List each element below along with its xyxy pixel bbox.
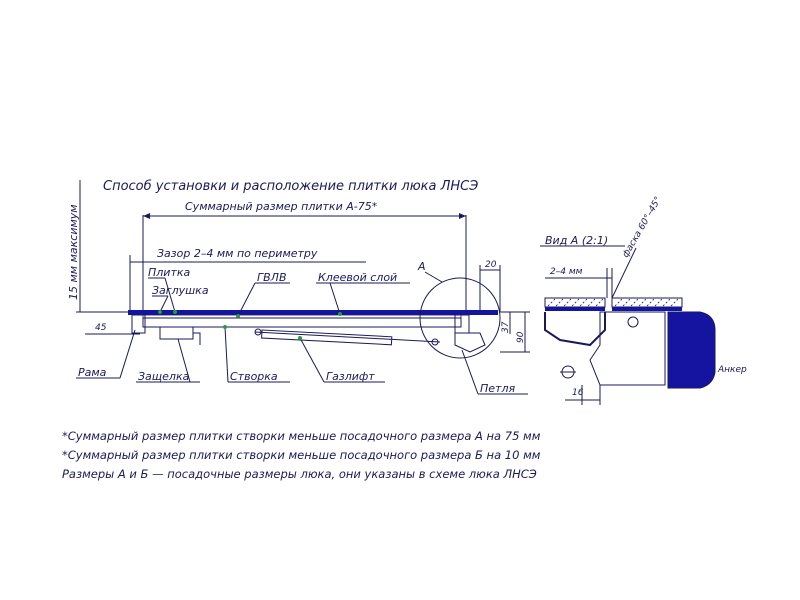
dim-20-label: 20 [485,260,497,270]
label-frame: Рама [78,366,107,379]
gaslift-body [261,329,393,346]
anchor-label: Анкер [717,365,747,375]
arrow [143,213,150,219]
note-1: *Суммарный размер плитки створки меньше … [62,429,541,443]
dim-total-label: Суммарный размер плитки А-75* [185,200,378,213]
label-sash: Створка [230,370,278,383]
point [298,336,302,340]
view-a-label: Вид А (2:1) [545,234,608,247]
leader-sash [224,326,229,383]
leader-gvlv [237,282,256,317]
point [338,312,342,316]
sash-panel [142,317,462,328]
label-gaslift: Газлифт [326,370,375,383]
note-3: Размеры А и Б — посадочные размеры люка,… [62,467,537,481]
latch-handle [193,332,201,345]
label-latch: Защелка [138,370,190,383]
label-gvlv: ГВЛВ [257,271,287,284]
chamfer-leader [611,247,637,299]
note-2: *Суммарный размер плитки створки меньше … [62,448,541,462]
anchor-wall [667,311,716,389]
hinge-shape [454,332,486,353]
dim-15-label: 15 мм максимум [67,204,80,300]
dim-16-label: 16 [572,388,584,398]
hatch [547,298,679,307]
point [158,310,162,314]
tile-layer [128,310,498,315]
gap-detail-label: 2–4 мм [550,267,583,277]
dim-gap-label: Зазор 2–4 мм по периметру [157,247,318,260]
detail-a-leader [424,271,443,283]
arrow [459,213,466,219]
chamfer-label: фаска 60°–45° [621,195,664,259]
detail-sash [544,312,606,347]
latch-shape [159,326,194,340]
detail-a-label: А [417,260,426,273]
detail-frame [589,311,666,386]
gaslift-pivot [254,328,262,336]
dim-45-label: 45 [95,323,107,333]
leader-plug [159,295,169,313]
gaslift-rod [254,331,441,343]
leader-glue [329,282,341,315]
detail-blue-left [545,307,605,311]
leader-hinge [461,349,479,395]
detail-a-circle [419,277,501,359]
leader-latch [177,338,191,383]
leader-tile [164,277,176,313]
label-plug: Заглушка [152,284,209,297]
label-glue: Клеевой слой [318,271,397,284]
leader-gaslift [299,337,325,383]
point [236,314,240,318]
leader-frame [119,329,136,379]
point [223,325,227,329]
dim-37-label: 37 [501,321,511,333]
diagram-title: Способ установки и расположение плитки л… [103,179,478,194]
detail-pivot [627,316,639,328]
dim-90-label: 90 [516,331,526,343]
point [173,310,177,314]
frame-left [131,314,146,334]
gaslift-pivot-2 [431,338,439,346]
label-tile: Плитка [148,266,191,279]
detail-blue-right [612,307,682,311]
label-hinge: Петля [480,382,515,395]
